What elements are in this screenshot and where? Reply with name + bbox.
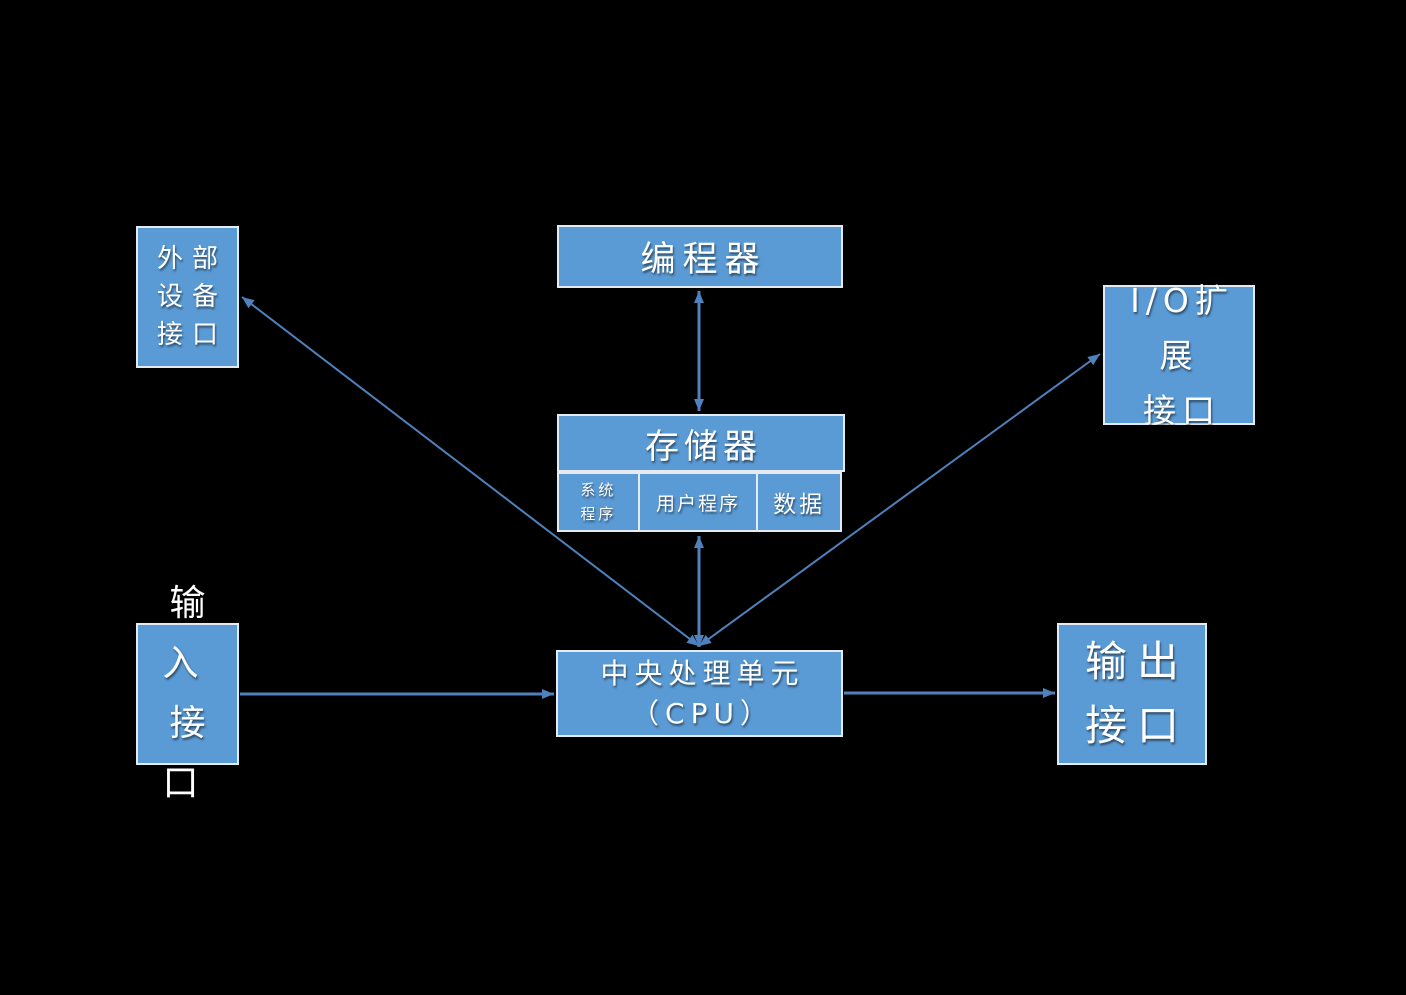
node-memory: 存储器 — [557, 414, 845, 472]
node-label-line: 中央处理单元 — [600, 656, 805, 690]
node-label-line: 接口 — [1143, 390, 1221, 430]
node-label-line: 设备 — [156, 282, 227, 312]
node-programmer: 编程器 — [557, 225, 843, 288]
node-label-line: 外部 — [156, 244, 227, 274]
node-input-interface: 输入 接口 — [136, 583, 239, 804]
node-external-device-interface: 外部 设备 接口 — [136, 226, 239, 368]
node-label-line: 输入 — [162, 583, 220, 684]
node-io-expansion-interface: I/O扩展 接口 — [1103, 281, 1255, 430]
node-label: 编程器 — [640, 240, 767, 280]
memory-section-system-program: 系统 程序 — [559, 474, 638, 530]
edge-cpu-io-expansion — [698, 353, 1101, 647]
node-cpu: 中央处理单元 （CPU） — [556, 650, 843, 737]
edge-cpu-ext-device — [241, 296, 700, 647]
section-label: 数据 — [773, 492, 826, 518]
memory-section-user-program: 用户程序 — [637, 474, 756, 530]
node-label-line: 接口 — [162, 703, 220, 804]
section-label-line: 系统 — [580, 481, 617, 499]
node-label-line: 接口 — [1084, 701, 1189, 750]
node-label-line: I/O扩展 — [1130, 280, 1234, 375]
section-label: 用户程序 — [656, 492, 741, 515]
node-label: 存储器 — [645, 426, 762, 467]
node-label-line: 输出 — [1084, 637, 1189, 686]
section-label-line: 程序 — [580, 505, 617, 523]
node-label-line: 接口 — [156, 320, 227, 350]
memory-sections-row: 系统 程序 用户程序 数据 — [557, 472, 842, 532]
memory-section-data: 数据 — [756, 474, 840, 530]
node-output-interface: 输出 接口 — [1057, 623, 1207, 765]
node-label-line: （CPU） — [631, 696, 774, 730]
